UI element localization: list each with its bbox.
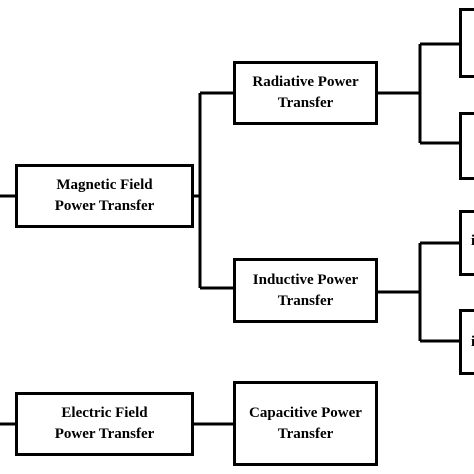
inductive-power-transfer-box: Inductive Power Transfer — [233, 258, 378, 323]
electric-field-power-transfer-box: Electric Field Power Transfer — [15, 392, 194, 456]
electric-field-line1: Electric Field — [61, 405, 148, 421]
radiative-power-transfer-box: Radiative Power Transfer — [233, 61, 378, 125]
inductive-line1: Inductive Power — [252, 271, 359, 288]
capacitive-line2: Transfer — [277, 425, 334, 442]
capacitive-line1: Capacitive Power — [249, 404, 362, 421]
inductive-line2: Transfer — [277, 292, 334, 309]
right-box-3-text-fragment: i — [471, 233, 474, 250]
magnetic-field-line2: Power Transfer — [54, 198, 155, 214]
capacitive-power-transfer-box: Capacitive Power Transfer — [233, 381, 378, 466]
right-clipped-box-2 — [459, 112, 474, 180]
magnetic-field-line1: Magnetic Field — [56, 177, 153, 193]
right-clipped-box-1 — [459, 8, 474, 78]
magnetic-field-power-transfer-box: Magnetic Field Power Transfer — [15, 164, 194, 228]
right-clipped-box-3: i — [459, 210, 474, 276]
electric-field-line2: Power Transfer — [54, 426, 155, 442]
right-clipped-box-4: i — [459, 309, 474, 375]
radiative-line1: Radiative Power — [252, 74, 359, 90]
radiative-line2: Transfer — [277, 95, 334, 111]
right-box-4-text-fragment: i — [471, 334, 474, 351]
